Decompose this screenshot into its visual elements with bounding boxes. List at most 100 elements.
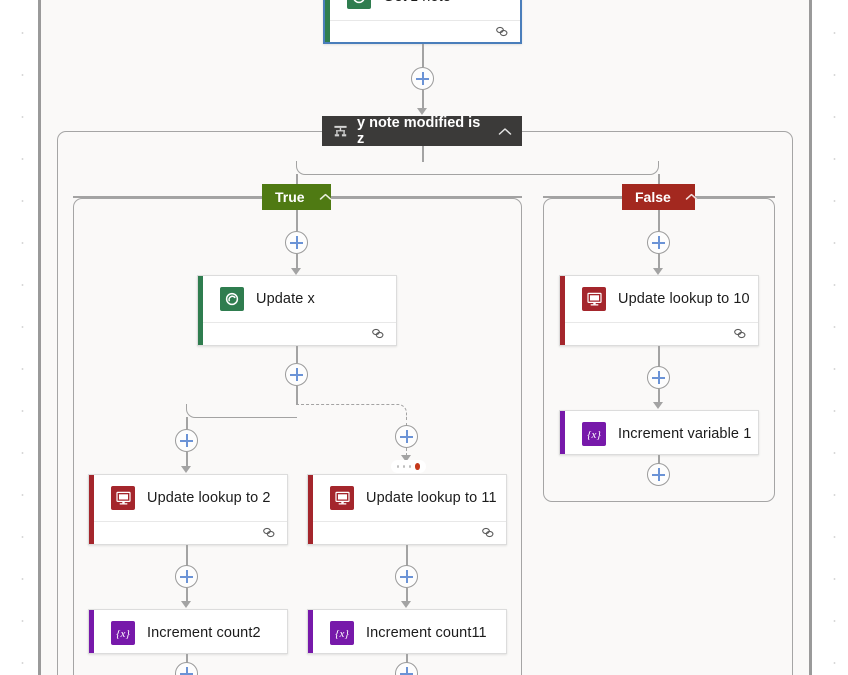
action-title: Update lookup to 11	[366, 490, 497, 506]
add-step-button-3[interactable]	[285, 363, 308, 386]
svg-text:{x}: {x}	[335, 628, 349, 640]
status-dot-highlight	[414, 463, 421, 470]
variable-icon: {x}	[582, 422, 606, 446]
add-step-button-6[interactable]	[175, 565, 198, 588]
add-step-button-2[interactable]	[285, 231, 308, 254]
arrowhead-to-increment-count11	[401, 601, 411, 608]
action-card-increment-count2[interactable]: {x} Increment count2	[88, 609, 288, 654]
edge-plus-to-increment-count11	[406, 588, 408, 603]
action-accent-bar	[308, 610, 313, 653]
edge-plus-to-condition	[422, 90, 424, 109]
action-card-update-lookup-to-2[interactable]: Update lookup to 2	[88, 474, 288, 545]
arrowhead-to-update-lookup-11	[401, 455, 411, 462]
copy-icon[interactable]	[733, 327, 747, 345]
action-accent-bar	[560, 276, 565, 345]
trigger-title: Get z note	[383, 0, 451, 5]
chevron-up-icon[interactable]	[685, 193, 698, 201]
edge-plus-to-increment-variable-1	[658, 389, 660, 404]
copy-icon[interactable]	[495, 25, 509, 43]
copy-icon[interactable]	[262, 526, 276, 544]
action-accent-bar	[89, 610, 94, 653]
edge-plus-to-update-lookup-10	[658, 254, 660, 270]
svg-text:{x}: {x}	[587, 429, 601, 441]
action-accent-bar	[198, 276, 203, 345]
edge-plus-to-update-lookup-2	[186, 452, 188, 468]
edge-false-pill-to-plus	[658, 210, 660, 231]
action-card-increment-variable-1[interactable]: {x} Increment variable 1	[559, 410, 759, 455]
edge-count2-to-plus	[186, 654, 188, 663]
action-title: Increment count11	[366, 625, 487, 641]
svg-text:{x}: {x}	[116, 628, 130, 640]
copy-icon[interactable]	[371, 327, 385, 345]
sql-server-icon	[582, 287, 606, 311]
trigger-card-get-z-note[interactable]: Get z note	[323, 0, 522, 44]
add-step-button-7[interactable]	[395, 565, 418, 588]
chevron-up-icon[interactable]	[319, 193, 332, 201]
add-step-button-9[interactable]	[395, 662, 418, 675]
arrowhead-to-increment-count2	[181, 601, 191, 608]
action-accent-bar	[560, 411, 565, 454]
arrowhead-to-increment-variable-1	[653, 402, 663, 409]
action-card-update-lookup-to-10[interactable]: Update lookup to 10	[559, 275, 759, 346]
edge-update-x-to-plus	[296, 346, 298, 363]
branch-pill-false[interactable]: False	[622, 184, 698, 210]
action-card-increment-count11[interactable]: {x} Increment count11	[307, 609, 507, 654]
sql-server-icon	[111, 486, 135, 510]
edge-plus-to-increment-count2	[186, 588, 188, 603]
add-step-button-4[interactable]	[175, 429, 198, 452]
edge-false-scope-left-rail	[543, 196, 622, 198]
add-step-button-10[interactable]	[647, 231, 670, 254]
action-title: Update lookup to 10	[618, 291, 750, 307]
action-card-update-lookup-to-11[interactable]: Update lookup to 11	[307, 474, 507, 545]
edge-corner-parallel-right-dashed	[296, 404, 407, 418]
edge-parallel-right-drop-dashed	[406, 417, 407, 426]
condition-header[interactable]: y note modified is z	[322, 115, 522, 147]
condition-title: y note modified is z	[357, 115, 481, 147]
status-dot	[402, 464, 406, 469]
action-accent-bar	[308, 475, 313, 544]
add-step-button-11[interactable]	[647, 366, 670, 389]
edge-trigger-to-plus	[422, 44, 424, 67]
dataverse-icon	[220, 287, 244, 311]
edge-lookup10-to-plus	[658, 346, 660, 367]
edge-lookup11-to-plus	[406, 545, 408, 566]
edge-to-true-pill	[296, 174, 298, 186]
copy-icon[interactable]	[481, 526, 495, 544]
control-condition-icon	[333, 124, 348, 139]
edge-parallel-stem	[296, 386, 298, 405]
edge-to-false-pill	[658, 174, 660, 186]
trigger-accent-bar	[325, 0, 330, 42]
edge-count11-to-plus	[406, 654, 408, 663]
arrowhead-to-update-x	[291, 268, 301, 275]
edge-corner-to-true	[296, 161, 423, 175]
arrowhead-to-update-lookup-10	[653, 268, 663, 275]
branch-pill-true[interactable]: True	[262, 184, 331, 210]
status-dot	[396, 464, 400, 469]
edge-corner-parallel-left	[186, 404, 297, 418]
edge-condition-stem	[422, 146, 424, 162]
edge-corner-to-false	[422, 161, 659, 175]
arrowhead-to-update-lookup-2	[181, 466, 191, 473]
status-badge-update-lookup-11	[391, 460, 426, 473]
action-title: Update lookup to 2	[147, 490, 271, 506]
chevron-up-icon[interactable]	[484, 127, 512, 136]
dataverse-icon	[347, 0, 371, 9]
edge-true-pill-to-plus	[296, 210, 298, 231]
action-title: Increment count2	[147, 625, 261, 641]
edge-true-scope-right-rail	[330, 196, 522, 198]
action-card-update-x[interactable]: Update x	[197, 275, 397, 346]
edge-plus-to-update-x	[296, 254, 298, 270]
branch-label-true: True	[275, 189, 305, 205]
add-step-button-12[interactable]	[647, 463, 670, 486]
action-title: Update x	[256, 291, 315, 307]
action-accent-bar	[89, 475, 94, 544]
edge-true-scope-left-rail	[73, 196, 263, 198]
status-dot	[408, 464, 412, 469]
add-step-button-1[interactable]	[411, 67, 434, 90]
add-step-button-5[interactable]	[395, 425, 418, 448]
sql-server-icon	[330, 486, 354, 510]
variable-icon: {x}	[330, 621, 354, 645]
variable-icon: {x}	[111, 621, 135, 645]
edge-false-scope-right-rail	[695, 196, 775, 198]
